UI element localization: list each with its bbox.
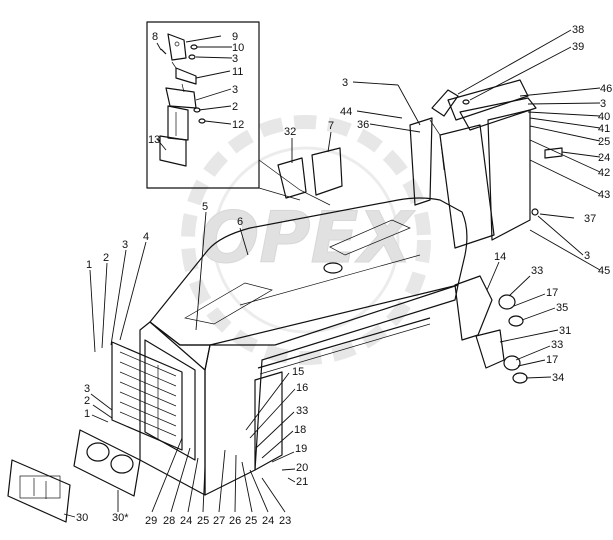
callout-21: 21 (296, 476, 308, 488)
callout-19: 19 (295, 443, 307, 455)
callout-16: 16 (296, 382, 308, 394)
callout-28: 28 (163, 515, 175, 527)
callout-24: 24 (598, 152, 610, 164)
callout-40: 40 (598, 111, 610, 123)
callout-17-upper: 17 (546, 287, 558, 299)
callout-23: 23 (279, 515, 291, 527)
callout-44: 44 (340, 106, 352, 118)
callout-5: 5 (202, 201, 208, 213)
callout-33-upper: 33 (531, 265, 543, 277)
callout-25: 25 (598, 136, 610, 148)
callout-2-lower-left: 2 (84, 395, 90, 407)
callout-17-lower: 17 (546, 354, 558, 366)
callout-32: 32 (284, 126, 296, 138)
bottom-callouts: 30 30* 29 28 24 25 27 26 25 24 23 (63, 437, 291, 527)
callout-24-bottom-b: 24 (262, 515, 274, 527)
callout-41: 41 (598, 123, 610, 135)
inset-callout-8: 8 (152, 31, 158, 43)
inset-connector-line (258, 159, 331, 206)
callout-1-lower-left: 1 (84, 408, 90, 420)
hood-assembly (139, 197, 468, 496)
callout-3-lower: 3 (584, 250, 590, 262)
callout-1-grille: 1 (86, 259, 92, 271)
inset-callout-3b: 3 (232, 84, 238, 96)
callout-18: 18 (294, 424, 306, 436)
inset-detail-box: 8 9 10 3 11 3 2 12 13 (146, 21, 260, 189)
callout-14: 14 (494, 251, 506, 263)
callout-6: 6 (237, 216, 243, 228)
hood-callouts: 5 6 4 3 2 1 3 2 1 15 16 33 18 19 20 21 (84, 201, 308, 488)
inset-callout-12: 12 (232, 119, 244, 131)
callout-25-bottom-b: 25 (245, 515, 257, 527)
callout-3-grille: 3 (122, 239, 128, 251)
callout-26: 26 (229, 515, 241, 527)
callout-35: 35 (556, 302, 568, 314)
brackets-32-7: 32 7 (277, 120, 343, 199)
front-grille (111, 341, 183, 451)
callout-3-lower-left: 3 (84, 383, 90, 395)
callout-37: 37 (584, 213, 596, 225)
callout-46: 46 (600, 83, 612, 95)
top-right-bracket-assembly: 38 39 3 46 3 40 41 25 24 42 43 44 36 37 … (340, 24, 612, 277)
lower-plates (7, 429, 141, 523)
inset-callout-10: 10 (232, 42, 244, 54)
callout-27: 27 (213, 515, 225, 527)
callout-15: 15 (292, 366, 304, 378)
side-brackets-14-31: 14 33 17 35 31 33 17 34 (454, 251, 571, 384)
callout-7: 7 (328, 120, 334, 132)
inset-callout-13: 13 (148, 134, 160, 146)
inset-callout-11: 11 (232, 66, 243, 78)
inset-callout-3a: 3 (232, 53, 238, 65)
callout-39: 39 (572, 41, 584, 53)
callout-29: 29 (145, 515, 157, 527)
callout-31: 31 (559, 325, 571, 337)
callout-42: 42 (598, 167, 610, 179)
inset-callout-2: 2 (232, 101, 238, 113)
callout-3-left: 3 (342, 77, 348, 89)
callout-4: 4 (143, 231, 149, 243)
callout-33-side: 33 (296, 405, 308, 417)
callout-25-bottom-a: 25 (197, 515, 209, 527)
callout-45: 45 (598, 265, 610, 277)
watermark-text: OPEX (200, 197, 416, 279)
callout-34: 34 (552, 372, 564, 384)
callout-3-right: 3 (600, 98, 606, 110)
inset-callout-9: 9 (232, 31, 238, 43)
callout-43: 43 (598, 189, 610, 201)
callout-36: 36 (357, 119, 369, 131)
watermark: OPEX (181, 115, 431, 365)
callout-2-grille: 2 (103, 252, 109, 264)
callout-30: 30 (76, 512, 88, 524)
callout-33-lower: 33 (551, 339, 563, 351)
callout-30-star: 30* (112, 512, 129, 524)
callout-24-bottom-a: 24 (180, 515, 192, 527)
callout-38: 38 (572, 24, 584, 36)
callout-20: 20 (296, 462, 308, 474)
